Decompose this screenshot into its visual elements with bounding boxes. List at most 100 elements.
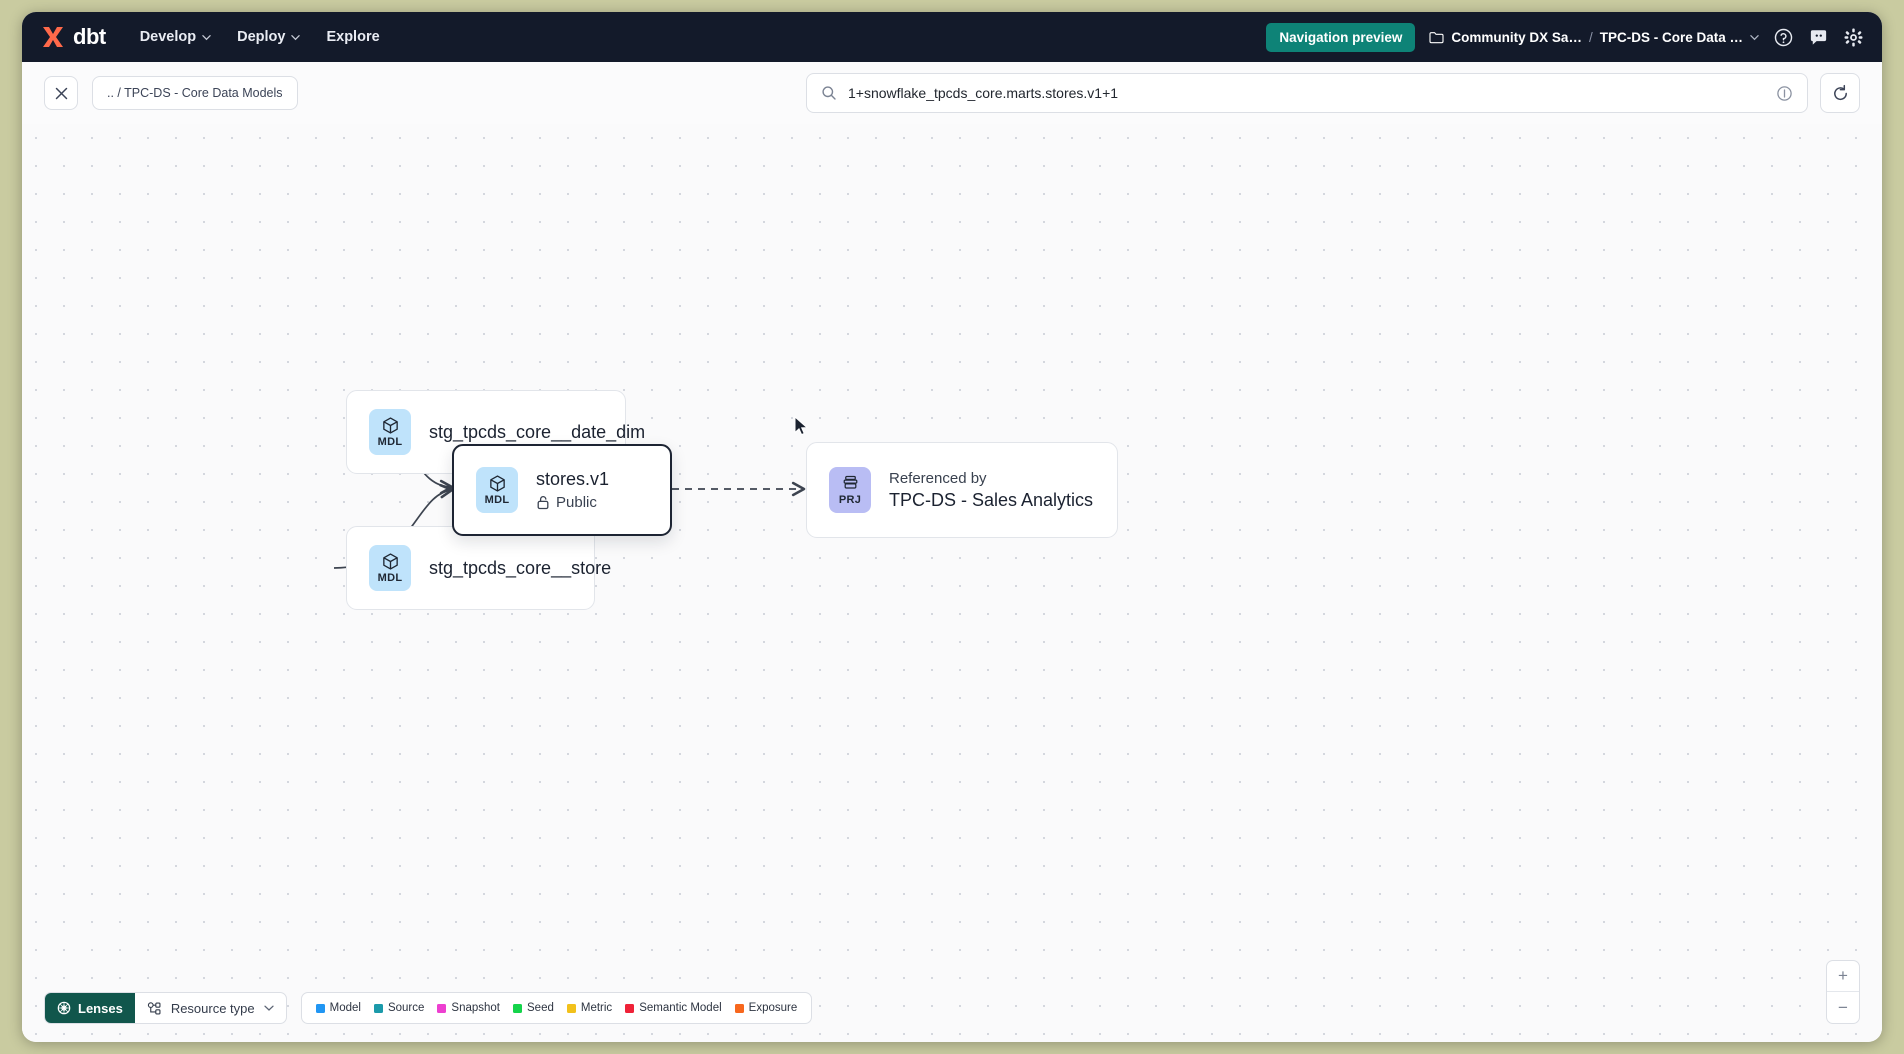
legend-swatch-exposure bbox=[734, 1003, 744, 1013]
breadcrumb-project-label: TPC-DS - Core Data … bbox=[1599, 29, 1743, 45]
node-body: stores.v1 Public bbox=[536, 469, 609, 511]
legend-label: Snapshot bbox=[451, 1002, 501, 1014]
legend-item: Seed bbox=[513, 1002, 554, 1014]
refresh-button[interactable] bbox=[1820, 73, 1860, 113]
lineage-search-box[interactable] bbox=[806, 73, 1808, 113]
model-type-chip: MDL bbox=[369, 409, 411, 455]
resource-type-legend: Model Source Snapshot Seed Metric Semant… bbox=[300, 992, 813, 1024]
legend-item: Semantic Model bbox=[625, 1002, 722, 1014]
chevron-down-icon[interactable] bbox=[1750, 33, 1759, 42]
close-icon bbox=[55, 87, 67, 99]
lineage-node-store[interactable]: MDL stg_tpcds_core__store bbox=[346, 526, 611, 610]
node-title: TPC-DS - Sales Analytics bbox=[889, 489, 1094, 510]
lineage-node-date-dim[interactable]: MDL stg_tpcds_core__date_dim bbox=[346, 390, 645, 474]
close-button[interactable] bbox=[44, 76, 78, 110]
legend-label: Seed bbox=[527, 1002, 554, 1014]
node-access-label: Public bbox=[556, 494, 597, 511]
node-body: stg_tpcds_core__store bbox=[429, 558, 611, 579]
lineage-edges bbox=[333, 431, 806, 569]
nav-item-develop[interactable]: Develop bbox=[140, 29, 211, 45]
chip-label: MDL bbox=[377, 436, 403, 448]
app-window: dbt Develop Deploy Explore Navigation pr… bbox=[22, 12, 1882, 1042]
resource-type-dropdown[interactable]: Resource type bbox=[135, 993, 286, 1023]
nav-item-explore-label: Explore bbox=[326, 29, 380, 45]
lineage-node-sales-analytics-project[interactable]: PRJ Referenced by TPC-DS - Sales Analyti… bbox=[806, 442, 1118, 538]
zoom-out-button[interactable]: − bbox=[1838, 997, 1848, 1017]
legend-swatch-seed bbox=[513, 1003, 523, 1013]
nav-item-explore[interactable]: Explore bbox=[326, 29, 379, 45]
stack-icon bbox=[843, 475, 857, 489]
legend-swatch-source bbox=[373, 1003, 383, 1013]
lineage-canvas[interactable]: MDL stg_tpcds_core__date_dim MDL stg_tpc… bbox=[22, 124, 1882, 1042]
legend-swatch-snapshot bbox=[437, 1003, 447, 1013]
node-title: stores.v1 bbox=[536, 469, 610, 489]
unlock-icon bbox=[537, 495, 549, 510]
lens-icon bbox=[57, 1001, 71, 1015]
node-kicker-label: Referenced by bbox=[889, 469, 987, 487]
chevron-down-icon bbox=[263, 1005, 274, 1011]
zoom-controls: + − bbox=[1826, 960, 1860, 1024]
lenses-button[interactable]: Lenses bbox=[45, 993, 135, 1023]
legend-label: Model bbox=[329, 1002, 361, 1014]
breadcrumb-pill[interactable]: .. / TPC-DS - Core Data Models bbox=[92, 76, 298, 110]
feedback-icon[interactable] bbox=[1808, 27, 1829, 48]
legend-item: Snapshot bbox=[437, 1002, 500, 1014]
legend-label: Metric bbox=[580, 1002, 613, 1014]
dbt-logo[interactable]: dbt bbox=[40, 24, 106, 50]
node-title: stg_tpcds_core__store bbox=[429, 557, 612, 578]
cube-icon bbox=[382, 417, 398, 434]
chip-label: MDL bbox=[484, 494, 510, 506]
mouse-cursor bbox=[794, 416, 809, 436]
zoom-in-button[interactable]: + bbox=[1827, 961, 1859, 992]
search-icon bbox=[822, 86, 836, 100]
cube-icon bbox=[489, 475, 505, 492]
dbt-x-icon bbox=[43, 27, 63, 47]
legend-label: Exposure bbox=[748, 1002, 798, 1014]
breadcrumb-account-label: Community DX Sa… bbox=[1451, 29, 1582, 45]
account-project-breadcrumb[interactable]: Community DX Sa… / TPC-DS - Core Data … bbox=[1429, 30, 1759, 45]
model-type-chip: MDL bbox=[476, 467, 518, 513]
legend-swatch-semantic-model bbox=[625, 1003, 635, 1013]
legend-item: Metric bbox=[566, 1002, 613, 1014]
legend-label: Source bbox=[387, 1002, 425, 1014]
lineage-bottom-bar: Lenses Resource type Model bbox=[44, 992, 813, 1024]
lineage-toolbar: .. / TPC-DS - Core Data Models bbox=[22, 62, 1882, 124]
info-icon[interactable] bbox=[1776, 85, 1793, 102]
chip-label: PRJ bbox=[838, 494, 862, 506]
help-icon[interactable] bbox=[1773, 27, 1794, 48]
top-navigation-bar: dbt Develop Deploy Explore Navigation pr… bbox=[22, 12, 1882, 62]
folder-icon bbox=[1429, 31, 1444, 43]
node-body: Referenced by TPC-DS - Sales Analytics bbox=[889, 470, 1093, 511]
lenses-label: Lenses bbox=[78, 1000, 123, 1016]
breadcrumb-separator: / bbox=[1588, 29, 1593, 45]
resource-type-icon bbox=[147, 1001, 161, 1014]
node-title: stg_tpcds_core__date_dim bbox=[429, 421, 646, 442]
nav-item-deploy[interactable]: Deploy bbox=[237, 29, 301, 45]
nav-item-deploy-label: Deploy bbox=[237, 29, 286, 45]
chip-label: MDL bbox=[377, 572, 403, 584]
legend-swatch-metric bbox=[566, 1003, 576, 1013]
node-body: stg_tpcds_core__date_dim bbox=[429, 422, 645, 443]
legend-item: Model bbox=[315, 1002, 361, 1014]
chevron-down-icon bbox=[202, 34, 211, 40]
legend-swatch-model bbox=[315, 1003, 325, 1013]
legend-item: Exposure bbox=[734, 1002, 798, 1014]
refresh-icon bbox=[1833, 84, 1847, 100]
project-type-chip: PRJ bbox=[829, 467, 871, 513]
cube-icon bbox=[382, 553, 398, 570]
search-input[interactable] bbox=[848, 85, 1765, 101]
lineage-node-stores-v1[interactable]: MDL stores.v1 Public bbox=[452, 444, 672, 536]
lenses-control-group: Lenses Resource type bbox=[44, 992, 287, 1024]
navigation-preview-badge[interactable]: Navigation preview bbox=[1266, 22, 1416, 52]
legend-label: Semantic Model bbox=[639, 1002, 722, 1014]
chevron-down-icon bbox=[291, 34, 301, 40]
legend-item: Source bbox=[373, 1002, 425, 1014]
brand-label: dbt bbox=[73, 24, 106, 49]
settings-gear-icon[interactable] bbox=[1843, 27, 1864, 48]
node-access-row: Public bbox=[536, 494, 609, 511]
nav-item-develop-label: Develop bbox=[139, 29, 197, 45]
model-type-chip: MDL bbox=[369, 545, 411, 591]
search-group bbox=[806, 73, 1860, 113]
top-nav-right-group: Navigation preview Community DX Sa… / TP… bbox=[1266, 22, 1864, 52]
resource-type-label: Resource type bbox=[170, 1000, 255, 1016]
